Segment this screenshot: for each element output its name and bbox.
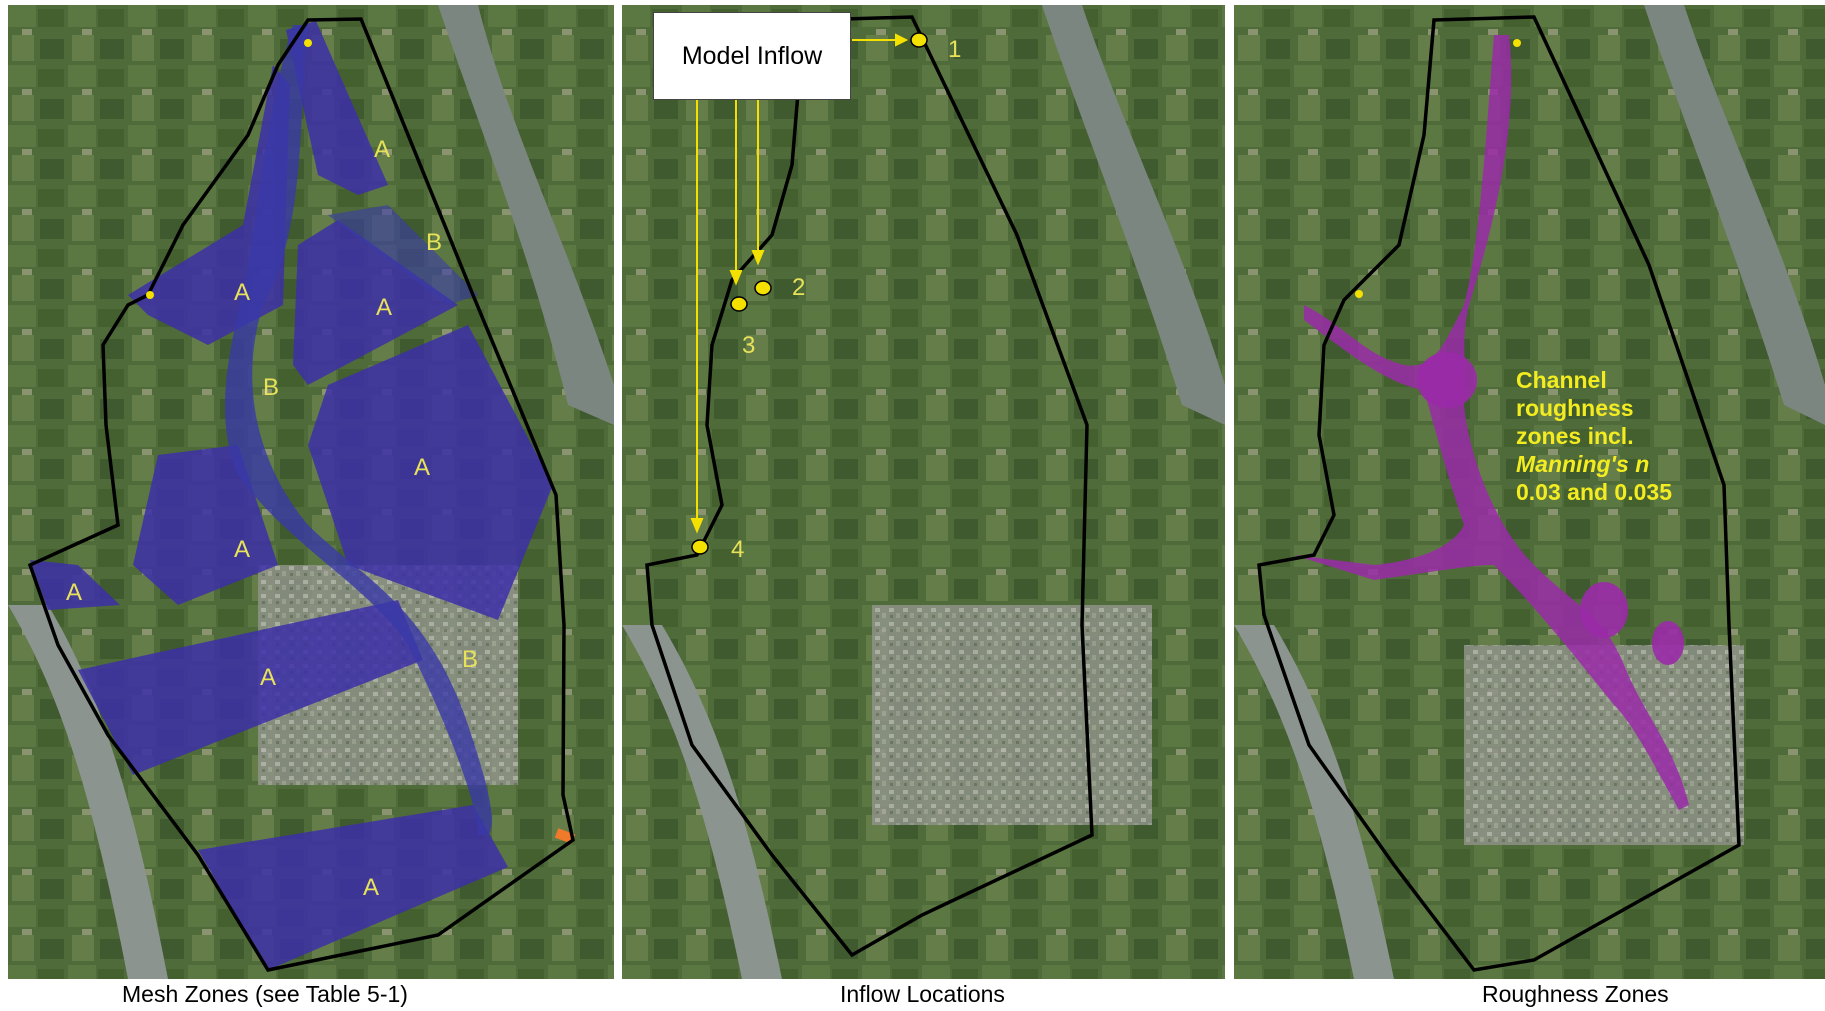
inflow-point-4 (691, 539, 709, 555)
inflow-dot-2 (146, 291, 154, 299)
zone-label: A (376, 294, 392, 321)
zone-label: A (363, 874, 379, 901)
inflow-label-2: 2 (792, 274, 805, 301)
inflow-dot-1 (1513, 39, 1521, 47)
zone-label: B (462, 646, 478, 673)
mesh-zones-caption: Mesh Zones (see Table 5-1) (122, 981, 408, 1007)
inflow-locations-map: 1 2 3 4 (622, 5, 1225, 979)
inflow-dot-1 (304, 39, 312, 47)
inflow-label-1: 1 (948, 36, 961, 63)
roughness-note-line-3: zones incl. (1516, 423, 1634, 449)
mesh-zones-map: A B A A B A A A A B A (8, 5, 614, 979)
river-braid (1234, 625, 1394, 979)
zone-label: A (374, 136, 390, 163)
river-braid-east (1042, 5, 1225, 425)
zone-label: A (234, 536, 250, 563)
zone-a-south (198, 805, 508, 970)
inflow-arrows (690, 33, 909, 534)
river-braid (8, 605, 168, 979)
inflow-locations-caption: Inflow Locations (840, 981, 1005, 1007)
zone-label: B (426, 229, 442, 256)
channel-pool-mid (1580, 582, 1628, 638)
model-inflow-callout: Model Inflow (653, 12, 851, 100)
model-boundary (1257, 15, 1741, 972)
roughness-note-line-2: roughness (1516, 395, 1634, 421)
river-braid (622, 625, 782, 979)
inflow-dot-2 (1355, 290, 1363, 298)
model-boundary (27, 17, 575, 972)
zone-label: A (260, 664, 276, 691)
inflow-point-1 (910, 32, 928, 48)
zone-a-north (286, 21, 388, 195)
river-braid-east (438, 5, 614, 425)
zone-label: A (234, 279, 250, 306)
outlet-marker (554, 828, 576, 844)
roughness-note-line-1: Channel (1516, 367, 1607, 393)
zone-label: A (66, 579, 82, 606)
zone-a-far-west (30, 560, 120, 610)
inflow-label-4: 4 (731, 536, 744, 563)
roughness-zones-map: Channel roughness zones incl. Manning's … (1234, 5, 1825, 979)
zone-b-channel (225, 25, 492, 835)
zone-a-mid-west (133, 445, 278, 605)
urban-area (872, 605, 1152, 825)
zone-label: A (414, 454, 430, 481)
roughness-zones-caption: Roughness Zones (1482, 981, 1669, 1007)
zone-a-south-west (78, 600, 423, 775)
inflow-label-3: 3 (742, 332, 755, 359)
river-braid-east (1644, 5, 1825, 425)
roughness-note-mannings: Manning's n (1516, 451, 1649, 477)
inflow-point-3 (730, 296, 748, 312)
zone-a-center (293, 220, 458, 385)
zone-b-upper (328, 205, 478, 305)
channel-pool-south (1652, 621, 1684, 665)
zone-label: B (263, 374, 279, 401)
roughness-note-values: 0.03 and 0.035 (1516, 479, 1672, 505)
inflow-point-2 (754, 280, 772, 296)
channel-pool-north (1417, 352, 1477, 408)
zone-a-east (308, 325, 553, 620)
